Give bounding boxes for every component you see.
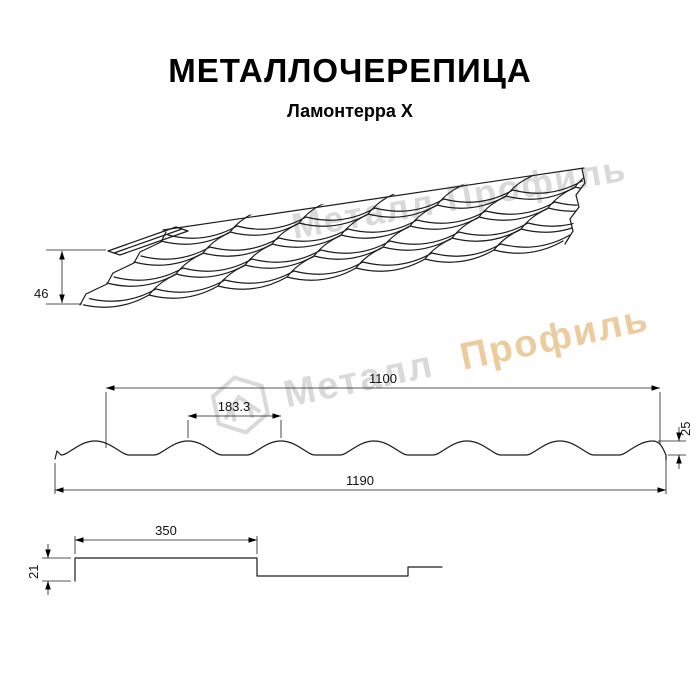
tile-wave-line [574, 166, 586, 188]
roof-right-edge [564, 168, 586, 245]
dim-label-25: 25 [678, 422, 693, 436]
tile-course-edge [79, 240, 564, 308]
profile-curve [54, 440, 667, 461]
tile-course-edge [140, 192, 586, 260]
tile-course-edge [86, 234, 571, 302]
dim-label-1100: 1100 [369, 371, 397, 386]
tile-wave-line [367, 193, 395, 215]
dim-label-183: 183.3 [218, 399, 251, 414]
dim-label-21: 21 [26, 565, 41, 579]
dim-label-350: 350 [155, 523, 177, 538]
dim-183: 183.3 [187, 399, 282, 438]
roof-perspective-drawing: 46 [34, 166, 586, 308]
dim-25: 25 [658, 422, 693, 469]
tile-wave-line [505, 175, 533, 197]
cross-section-drawing: 1100 183.3 25 1190 [54, 371, 693, 494]
dim-1100: 1100 [105, 371, 661, 448]
dim-46: 46 [34, 249, 106, 305]
roof-top-edge [162, 167, 585, 231]
tile-course-edge [167, 171, 586, 239]
page-title: МЕТАЛЛОЧЕРЕПИЦА [168, 52, 532, 89]
longitudinal-section-drawing: 350 21 [26, 523, 443, 595]
page-subtitle: Ламонтерра X [287, 101, 413, 121]
dim-label-1190: 1190 [346, 473, 374, 488]
dim-350: 350 [74, 523, 258, 554]
dim-21: 21 [26, 544, 71, 595]
roof-tile-courses [79, 166, 586, 308]
tile-course-edge [106, 219, 586, 287]
tile-course-edge [160, 177, 586, 245]
ridge-cap-strip [107, 226, 189, 256]
roof-left-edge [79, 231, 167, 306]
tile-wave-line [298, 202, 326, 224]
tile-course-edge [133, 198, 586, 266]
step-profile-line [74, 557, 443, 582]
tile-course-edge [113, 213, 586, 281]
dim-1190: 1190 [54, 460, 667, 494]
dim-label-46: 46 [34, 286, 48, 301]
